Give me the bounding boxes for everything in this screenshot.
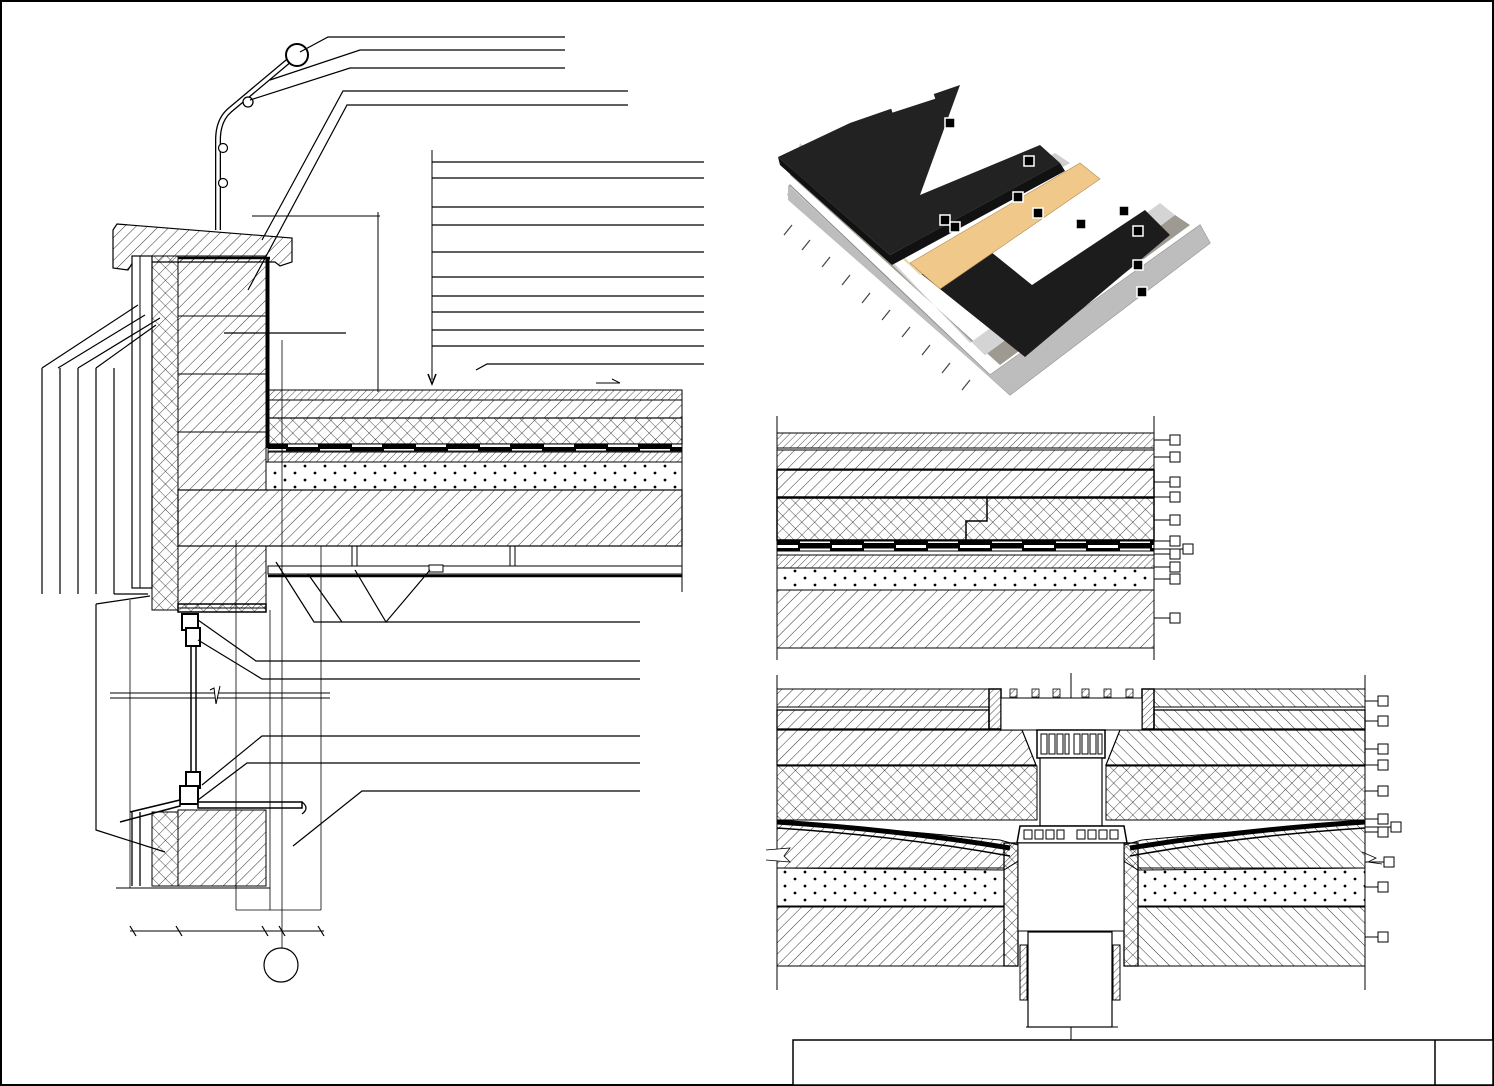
screed-layer — [265, 461, 683, 491]
callout-marker — [939, 214, 951, 226]
callout-marker — [1012, 191, 1024, 203]
window-sill — [197, 801, 303, 809]
callout-marker — [1136, 286, 1148, 298]
callout-box — [1169, 476, 1181, 488]
callout-box — [1377, 743, 1389, 755]
roof-insulation — [267, 417, 683, 445]
callout-box — [1377, 813, 1389, 825]
callout-box — [1169, 451, 1181, 463]
callout-box — [1383, 856, 1395, 868]
callout-box — [1377, 881, 1389, 893]
suspended-ceiling — [267, 565, 683, 575]
vapour-barrier — [267, 443, 683, 452]
callout-box — [1377, 931, 1389, 943]
top-layer — [267, 389, 683, 401]
callout-box — [1377, 785, 1389, 797]
roof-layer-section — [776, 416, 1194, 660]
top-membrane — [778, 85, 1060, 255]
drain-pipe — [1027, 931, 1113, 1028]
facade-insulation — [151, 255, 179, 611]
callout-marker — [1118, 205, 1130, 217]
callout-marker — [1032, 207, 1044, 219]
grid-axis-bubble — [263, 947, 299, 983]
callout-marker — [944, 117, 956, 129]
callout-box — [1169, 535, 1181, 547]
leader-lines — [41, 36, 704, 853]
layer-callouts — [1154, 434, 1194, 624]
handrail-tube — [285, 43, 309, 67]
parapet-section — [41, 36, 704, 983]
callout-box — [1169, 491, 1181, 503]
callout-box — [1169, 514, 1181, 526]
callout-box — [1169, 573, 1181, 585]
callout-box — [1377, 695, 1389, 707]
callout-box — [1169, 548, 1181, 560]
callout-marker — [1132, 225, 1144, 237]
callout-box — [1169, 561, 1181, 573]
callout-marker — [1075, 218, 1087, 230]
callout-box — [1377, 715, 1389, 727]
callout-marker — [1023, 155, 1035, 167]
callout-box — [1390, 821, 1402, 833]
roof-drain-section — [765, 673, 1402, 1040]
railing-rod — [242, 96, 254, 108]
drain-collar — [988, 688, 1002, 730]
callout-box — [1182, 543, 1194, 555]
concrete-slab — [177, 489, 683, 547]
title-block — [792, 1039, 1494, 1086]
facade-cladding — [131, 255, 153, 589]
callout-box — [1169, 612, 1181, 624]
callout-marker — [1132, 259, 1144, 271]
callout-box — [1377, 759, 1389, 771]
callout-box — [1169, 434, 1181, 446]
roof-isometric-render — [770, 75, 1220, 410]
drain-callouts — [1365, 695, 1402, 943]
callout-box — [1377, 826, 1389, 838]
callout-marker — [949, 221, 961, 233]
